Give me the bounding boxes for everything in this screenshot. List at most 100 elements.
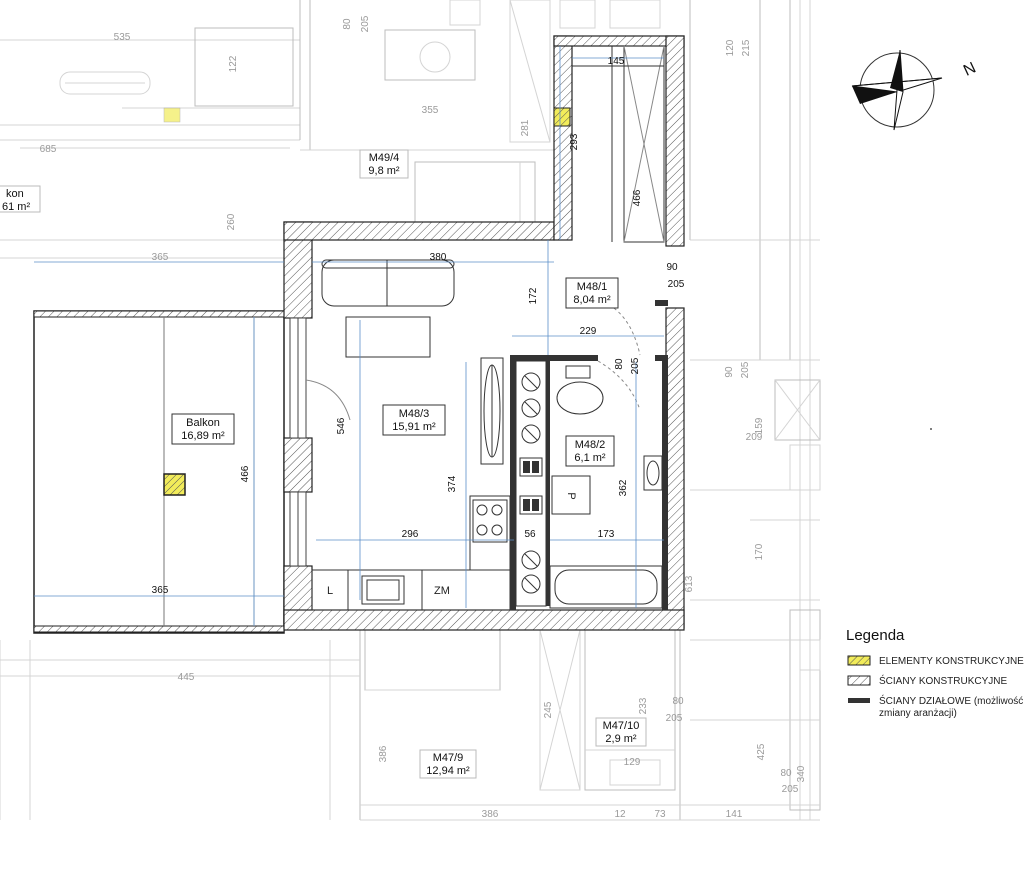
svg-text:374: 374 xyxy=(447,475,458,492)
svg-text:466: 466 xyxy=(240,465,251,482)
svg-text:80: 80 xyxy=(342,18,353,30)
svg-text:209: 209 xyxy=(746,432,763,443)
legend-label-structural-wall: ŚCIANY KONSTRUKCYJNE xyxy=(879,674,1008,687)
washing-machine-icon xyxy=(551,475,591,515)
partition-walls xyxy=(510,300,668,610)
svg-text:293: 293 xyxy=(569,133,580,150)
room-m48-2-label: M48/2 6,1 m² xyxy=(565,435,615,467)
svg-text:9,8 m²: 9,8 m² xyxy=(368,165,400,177)
svg-text:205: 205 xyxy=(630,357,641,374)
svg-text:205: 205 xyxy=(782,784,799,795)
background-neighbour-plan xyxy=(0,0,821,821)
legend-label-partition-wall: ŚCIANY DZIAŁOWE (możliwość xyxy=(879,694,1023,707)
bathroom-fixtures: P xyxy=(549,365,663,609)
svg-text:141: 141 xyxy=(726,809,743,820)
svg-text:90: 90 xyxy=(666,262,678,273)
service-shaft xyxy=(519,372,543,594)
svg-text:172: 172 xyxy=(528,287,539,304)
svg-text:613: 613 xyxy=(684,575,695,592)
svg-text:M49/4: M49/4 xyxy=(369,152,400,164)
svg-text:M48/3: M48/3 xyxy=(399,408,430,420)
svg-text:173: 173 xyxy=(598,529,615,540)
balcony-area: 16,89 m² xyxy=(181,430,225,442)
svg-text:365: 365 xyxy=(152,585,169,596)
legend-label-structural-element: ELEMENTY KONSTRUKCYJNE xyxy=(879,656,1024,667)
dining-table xyxy=(480,357,504,465)
legend-title: Legenda xyxy=(846,627,905,644)
svg-text:61 m²: 61 m² xyxy=(2,201,30,213)
svg-text:129: 129 xyxy=(624,757,641,768)
room-m47-9-label: M47/9 12,94 m² xyxy=(419,749,477,779)
toilet-icon xyxy=(565,365,591,379)
svg-text:56: 56 xyxy=(524,529,536,540)
svg-text:205: 205 xyxy=(740,361,751,378)
freezer-label: ZM xyxy=(434,585,450,597)
svg-text:90: 90 xyxy=(724,366,735,378)
svg-text:362: 362 xyxy=(618,479,629,496)
svg-text:205: 205 xyxy=(668,279,685,290)
svg-text:380: 380 xyxy=(430,252,447,263)
svg-text:365: 365 xyxy=(152,252,169,263)
svg-text:170: 170 xyxy=(754,543,765,560)
sofa xyxy=(321,259,455,307)
svg-text:466: 466 xyxy=(632,189,643,206)
room-m49-4-label: M49/4 9,8 m² xyxy=(359,149,409,179)
svg-text:281: 281 xyxy=(520,119,531,136)
svg-text:245: 245 xyxy=(543,701,554,718)
svg-text:80: 80 xyxy=(614,358,625,370)
svg-text:6,1 m²: 6,1 m² xyxy=(574,452,606,464)
svg-text:546: 546 xyxy=(336,417,347,434)
room-m47-10-label: M47/10 2,9 m² xyxy=(595,717,647,747)
svg-text:260: 260 xyxy=(226,213,237,230)
svg-text:M47/10: M47/10 xyxy=(603,720,640,732)
svg-text:386: 386 xyxy=(378,745,389,762)
svg-text:355: 355 xyxy=(422,105,439,116)
svg-text:425: 425 xyxy=(756,743,767,760)
svg-text:386: 386 xyxy=(482,809,499,820)
svg-text:2,9 m²: 2,9 m² xyxy=(605,733,637,745)
svg-text:145: 145 xyxy=(608,56,625,67)
svg-text:8,04 m²: 8,04 m² xyxy=(573,294,611,306)
svg-text:215: 215 xyxy=(741,39,752,56)
fridge-label: L xyxy=(327,585,333,597)
svg-text:122: 122 xyxy=(228,55,239,72)
svg-text:120: 120 xyxy=(725,39,736,56)
svg-text:685: 685 xyxy=(40,144,57,155)
svg-text:73: 73 xyxy=(654,809,666,820)
svg-text:340: 340 xyxy=(796,765,807,782)
dimension-lines xyxy=(34,46,664,626)
svg-text:445: 445 xyxy=(178,672,195,683)
kitchen-cabinets: L ZM xyxy=(311,495,511,611)
structural-walls xyxy=(163,35,685,631)
balcony: Balkon 16,89 m² xyxy=(33,310,285,634)
legend-swatch-structural-wall xyxy=(847,675,871,686)
washer-label: P xyxy=(565,492,577,499)
svg-text:159: 159 xyxy=(754,417,765,434)
svg-text:535: 535 xyxy=(114,32,131,43)
compass-north-label: N xyxy=(961,59,979,79)
hall-wardrobe xyxy=(572,45,665,243)
coffee-table xyxy=(345,316,431,358)
svg-text:233: 233 xyxy=(638,697,649,714)
svg-text:205: 205 xyxy=(360,15,371,32)
svg-text:M48/1: M48/1 xyxy=(577,281,608,293)
svg-text:M48/2: M48/2 xyxy=(575,439,606,451)
legend-label-partition-wall-2: zmiany aranżacji) xyxy=(879,708,957,719)
compass-icon: N xyxy=(851,49,979,131)
room-m48-3-label: M48/3 15,91 m² xyxy=(382,404,446,436)
svg-text:80: 80 xyxy=(780,768,792,779)
sink-icon xyxy=(643,455,663,491)
svg-text:80: 80 xyxy=(672,696,684,707)
legend-swatch-partition-wall xyxy=(848,698,870,703)
svg-text:296: 296 xyxy=(402,529,419,540)
legend-swatch-structural-element xyxy=(847,655,871,666)
svg-text:12,94 m²: 12,94 m² xyxy=(426,765,470,777)
legend: Legenda ELEMENTY KONSTRUKCYJNE ŚCIANY KO… xyxy=(846,627,1024,719)
room-partial-balcony-label: kon 61 m² xyxy=(0,185,41,213)
svg-text:205: 205 xyxy=(666,713,683,724)
toilet-bowl-icon xyxy=(556,381,604,415)
room-m48-1-label: M48/1 8,04 m² xyxy=(565,277,619,309)
balcony-name: Balkon xyxy=(186,417,220,429)
svg-text:M47/9: M47/9 xyxy=(433,752,464,764)
